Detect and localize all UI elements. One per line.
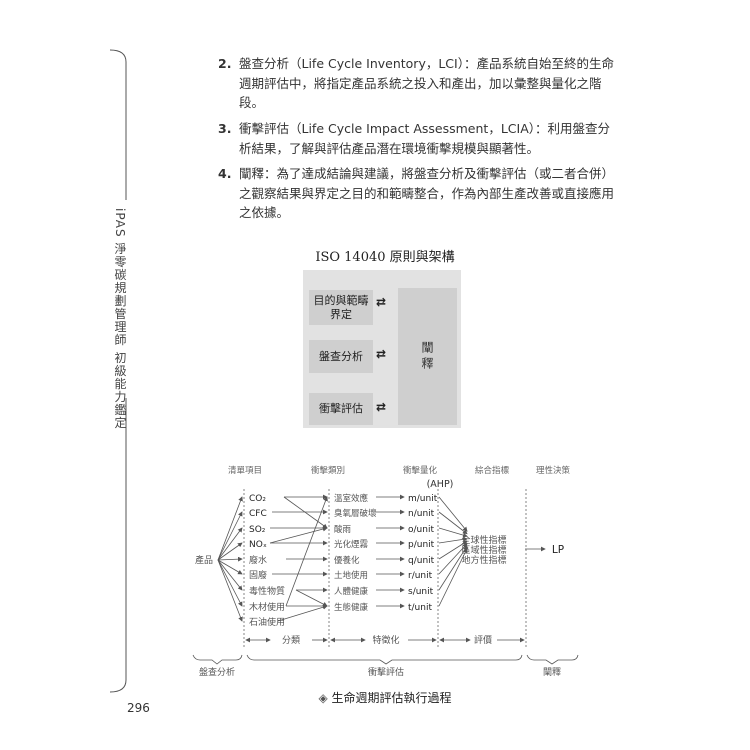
header-inventory: 清單項目 (228, 465, 262, 476)
product-arrow (217, 542, 243, 561)
inventory-item: CFC (249, 509, 267, 519)
inventory-item: NOₓ (249, 540, 267, 550)
sidebar-title: iPAS 淨零碳規劃管理師 初級能力鑑定 (113, 208, 127, 430)
list-item: 2. 盤查分析（Life Cycle Inventory，LCI）：產品系統自始至… (218, 54, 618, 113)
inventory-item: CO₂ (249, 494, 266, 504)
item-number: 4. (218, 166, 232, 181)
step-label: 評價 (474, 634, 492, 646)
inventory-item: 石油使用 (249, 616, 285, 628)
header-indicator: 綜合指標 (475, 465, 510, 476)
impact-category: 土地使用 (334, 570, 368, 581)
unit-arrow (438, 545, 468, 591)
inventory-item: 毒性物質 (249, 585, 285, 597)
phase-label: 衝擊評估 (368, 666, 404, 678)
product-arrow (217, 556, 243, 562)
impact-unit: m/unit (408, 494, 438, 504)
iso-box-impact: 衝擊評估 (309, 393, 373, 425)
product-arrow (217, 559, 243, 622)
inventory-link (277, 604, 328, 622)
unit-arrow (438, 511, 468, 535)
impact-category: 人體健康 (334, 586, 369, 597)
impact-category: 優養化 (334, 555, 360, 566)
iso-box-interpretation: 闡釋 (398, 288, 457, 425)
product-arrow (217, 527, 243, 561)
unit-arrow (438, 543, 468, 575)
indicator-label: 區域性指標 (461, 544, 506, 556)
product-arrow (217, 496, 243, 561)
iso-diagram-title: ISO 14040 原則與架構 (315, 250, 455, 265)
list-item: 4. 闡釋：為了達成結論與建議，將盤查分析及衝擊評估（或二者合併）之觀察結果與界定… (218, 164, 618, 223)
header-decision: 理性決策 (536, 465, 571, 476)
indicator-label: 全球性指標 (461, 534, 506, 546)
impact-category: 光化煙霧 (334, 539, 369, 550)
impact-unit: o/unit (408, 525, 434, 535)
product-arrow (217, 559, 243, 591)
decision-label: LP (552, 544, 564, 556)
header-quantify: 衝擊量化 (403, 465, 438, 476)
inventory-link (269, 526, 328, 544)
impact-unit: s/unit (408, 587, 434, 597)
caption: ◈ 生命週期評估執行過程 (318, 690, 451, 705)
ahp-label: (AHP) (427, 479, 454, 490)
phase-label: 盤查分析 (199, 666, 235, 678)
list-item: 3. 衝擊評估（Life Cycle Impact Assessment，LCIA… (218, 119, 618, 158)
item-number: 2. (218, 56, 232, 71)
indicator-label: 地方性指標 (461, 554, 506, 566)
iso-diagram: 目的與範疇界定 盤查分析 衝擊評估 ⇄ ⇄ ⇄ 闡釋 (303, 270, 461, 428)
step-label: 分類 (282, 635, 300, 646)
unit-arrow (438, 540, 468, 560)
double-arrow-icon: ⇄ (376, 295, 387, 309)
product-arrow (217, 511, 243, 561)
impact-unit: q/unit (408, 556, 435, 566)
product-arrow (217, 559, 243, 607)
inventory-link (295, 589, 328, 607)
caption-text: 生命週期評估執行過程 (332, 690, 452, 705)
inventory-item: 木材使用 (249, 601, 285, 613)
iso-box-scope: 目的與範疇界定 (309, 290, 373, 325)
impact-category: 溫室效應 (334, 493, 369, 504)
item-text: 盤查分析（Life Cycle Inventory，LCI）：產品系統自始至終的… (239, 56, 614, 110)
item-number: 3. (218, 121, 232, 136)
inventory-link (285, 496, 328, 607)
product-label: 產品 (195, 554, 213, 566)
impact-unit: n/unit (408, 509, 435, 519)
inventory-item: SO₂ (249, 525, 266, 535)
impact-unit: r/unit (408, 571, 433, 581)
double-arrow-icon: ⇄ (376, 347, 387, 361)
impact-category: 生態健康 (334, 602, 369, 613)
inventory-item: 固廢 (249, 569, 267, 581)
impact-category: 酸雨 (334, 524, 352, 535)
iso-box-inventory: 盤查分析 (309, 340, 373, 373)
interpretation-label: 闡釋 (420, 340, 434, 373)
unit-arrow (438, 536, 468, 544)
inventory-item: 廢水 (249, 554, 267, 566)
unit-arrow (438, 527, 468, 538)
unit-arrow (438, 496, 468, 532)
phase-label: 闡釋 (543, 667, 561, 678)
impact-category: 臭氧層破壞 (334, 508, 377, 519)
item-text: 衝擊評估（Life Cycle Impact Assessment，LCIA）：… (239, 121, 611, 156)
impact-unit: p/unit (408, 540, 435, 550)
step-label: 特徵化 (372, 634, 399, 646)
page-number: 296 (127, 701, 150, 715)
product-arrow (217, 559, 243, 575)
header-category: 衝擊類別 (311, 465, 345, 476)
inventory-link (283, 496, 328, 529)
impact-unit: t/unit (408, 603, 432, 613)
item-text: 闡釋：為了達成結論與建議，將盤查分析及衝擊評估（或二者合併）之觀察結果與界定之目… (239, 166, 615, 220)
unit-arrow (438, 548, 468, 607)
layers-icon: ◈ (318, 691, 331, 705)
double-arrow-icon: ⇄ (376, 400, 387, 414)
